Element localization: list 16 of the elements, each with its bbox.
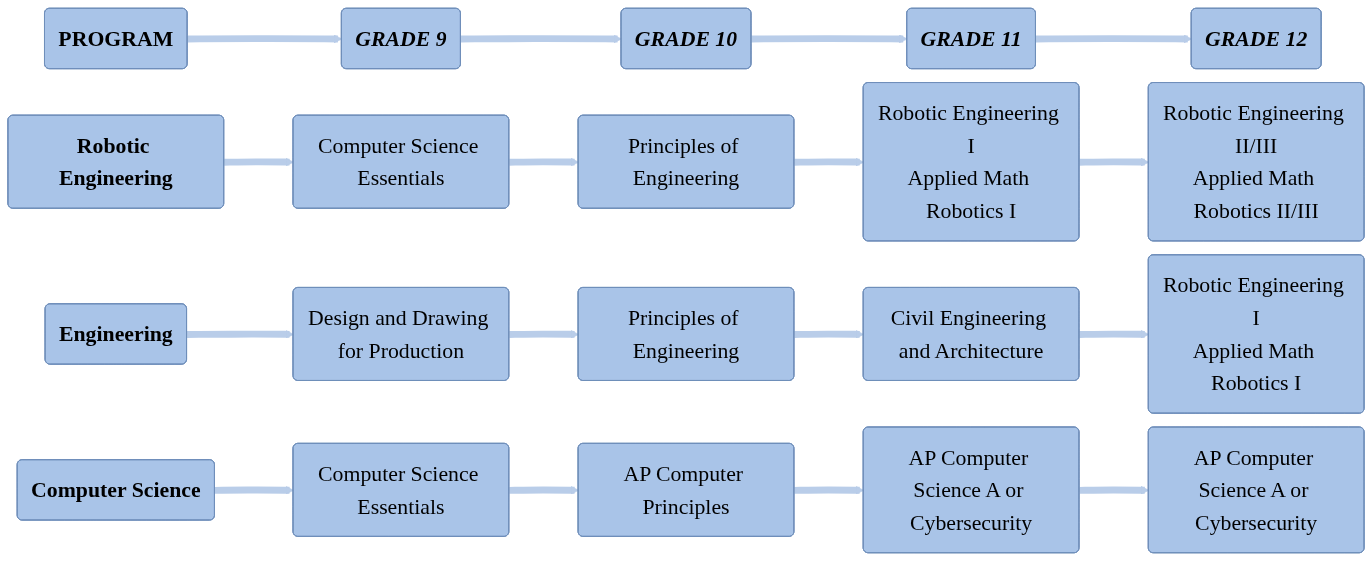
arrow: [460, 34, 622, 44]
arrow: [1079, 157, 1150, 167]
arrow: [509, 157, 579, 167]
arrow: [509, 485, 579, 495]
arrow: [794, 157, 865, 167]
arrow: [187, 34, 343, 44]
arrow: [1079, 485, 1150, 495]
arrow: [509, 330, 579, 339]
arrow: [187, 330, 294, 339]
arrow: [794, 485, 865, 495]
arrow: [1035, 34, 1193, 44]
arrow: [1079, 330, 1150, 339]
arrow: [794, 330, 865, 339]
arrow: [224, 157, 294, 167]
arrow: [214, 485, 294, 495]
arrow: [751, 34, 908, 44]
